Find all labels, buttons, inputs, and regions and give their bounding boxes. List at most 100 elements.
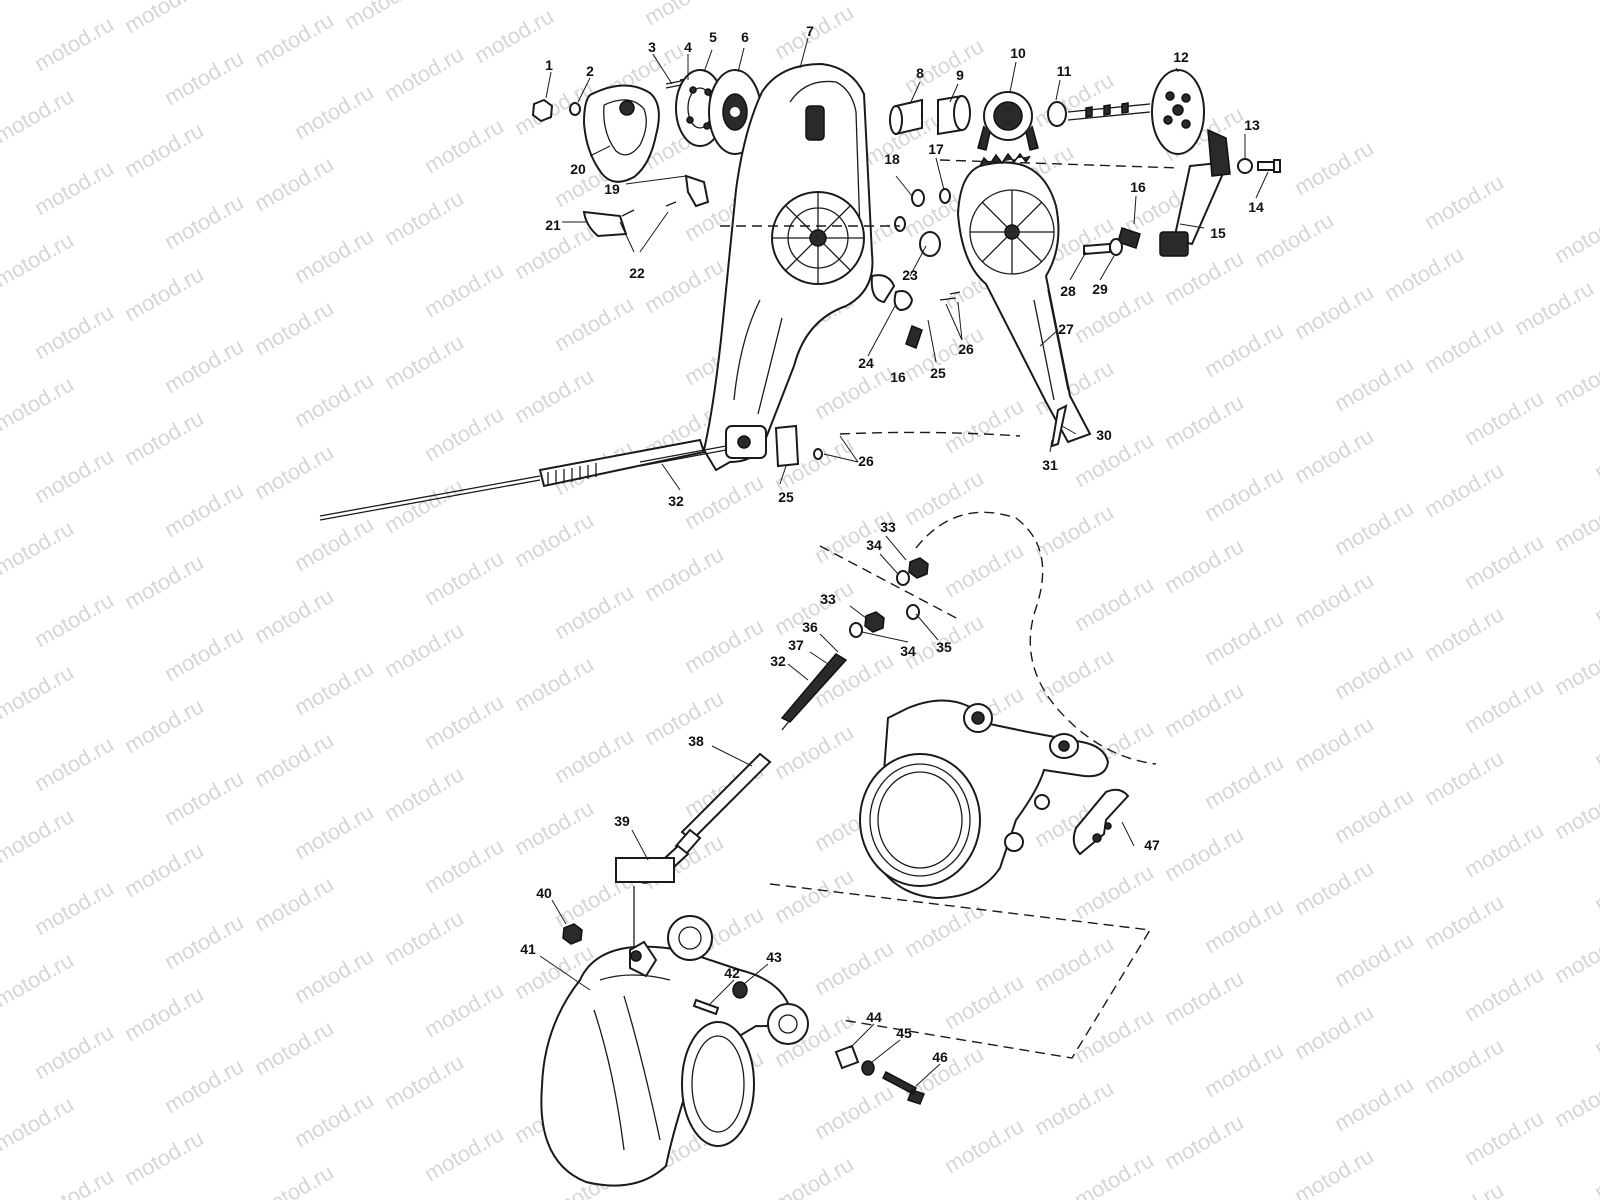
callout-43: 43 xyxy=(766,949,782,965)
watermark-text: motod.ru xyxy=(420,257,508,322)
part-46-bolt xyxy=(882,1070,925,1105)
watermark-text: motod.ru xyxy=(1290,279,1378,344)
part-27-sector-arm xyxy=(956,152,1092,444)
callout-35: 35 xyxy=(936,639,952,655)
callout-14: 14 xyxy=(1248,199,1264,215)
watermark-text: motod.ru xyxy=(30,1019,118,1084)
watermark-text: motod.ru xyxy=(640,541,728,606)
watermark-text: motod.ru xyxy=(0,83,78,148)
watermark-text: motod.ru xyxy=(1030,67,1118,132)
watermark-text: motod.ru xyxy=(1420,601,1508,666)
watermark-text: motod.ru xyxy=(1420,745,1508,810)
watermark-text: motod.ru xyxy=(120,549,208,614)
shaft-splines xyxy=(1085,102,1129,118)
part-20-cover xyxy=(582,84,660,183)
part-17-spacer xyxy=(939,188,951,204)
watermark-text: motod.ru xyxy=(680,613,768,678)
callout-3: 3 xyxy=(648,39,656,55)
watermark-text: motod.ru xyxy=(420,689,508,754)
callout-2: 2 xyxy=(586,63,594,79)
watermark-text: motod.ru xyxy=(1420,313,1508,378)
watermark-text: motod.ru xyxy=(160,909,248,974)
part-25-clamp xyxy=(774,424,800,468)
leader-dashed-4 xyxy=(769,883,1152,1059)
part-9-sleeve xyxy=(937,94,971,136)
part-30-link xyxy=(1050,404,1068,448)
watermark-text: motod.ru xyxy=(290,79,378,144)
watermark-text: motod.ru xyxy=(510,651,598,716)
watermark-text: motod.ru xyxy=(30,11,118,76)
callout-12: 12 xyxy=(1173,49,1189,65)
watermark-text: motod.ru xyxy=(1030,643,1118,708)
watermark-text: motod.ru xyxy=(1030,1075,1118,1140)
watermark-text: motod.ru xyxy=(250,7,338,72)
callout-34a: 34 xyxy=(866,537,882,553)
part-11-ring xyxy=(1047,101,1067,127)
callout-1: 1 xyxy=(545,57,553,73)
callout-24: 24 xyxy=(858,355,874,371)
callout-19: 19 xyxy=(604,181,620,197)
part-41-nozzle xyxy=(540,915,809,1187)
watermark-text: motod.ru xyxy=(1160,677,1248,742)
callout-16b: 16 xyxy=(890,369,906,385)
watermark-text: motod.ru xyxy=(1330,639,1418,704)
callout-42: 42 xyxy=(724,965,740,981)
part-45-washer xyxy=(861,1060,875,1076)
watermark-text: motod.ru xyxy=(1070,1003,1158,1068)
watermark-text: motod.ru xyxy=(0,515,78,580)
watermark-text: motod.ru xyxy=(420,977,508,1042)
watermark-text: motod.ru xyxy=(1160,965,1248,1030)
watermark-text: motod.ru xyxy=(1590,563,1600,628)
watermark-text: motod.ru xyxy=(380,905,468,970)
watermark-text: motod.ru xyxy=(1550,203,1600,268)
watermark-text: motod.ru xyxy=(1420,889,1508,954)
part-15-lever xyxy=(1159,128,1231,257)
watermark-text: motod.ru xyxy=(1200,605,1288,670)
watermark-text: motod.ru xyxy=(250,583,338,648)
callout-29: 29 xyxy=(1092,281,1108,297)
part-42-bolt xyxy=(692,998,720,1016)
watermark-text: motod.ru xyxy=(30,875,118,940)
watermark-text: motod.ru xyxy=(640,0,728,30)
watermark-text: motod.ru xyxy=(30,155,118,220)
watermark-text: motod.ru xyxy=(160,477,248,542)
callout-13: 13 xyxy=(1244,117,1260,133)
watermark-text: motod.ru xyxy=(1030,499,1118,564)
part-43-washer xyxy=(732,981,748,999)
part-19-bracket xyxy=(684,174,710,208)
watermark-text: motod.ru xyxy=(1160,821,1248,886)
part-26-screw xyxy=(813,448,823,460)
watermark-text: motod.ru xyxy=(510,795,598,860)
watermark-text: motod.ru xyxy=(1460,529,1548,594)
watermark-text: motod.ru xyxy=(0,227,78,292)
callout-9: 9 xyxy=(956,67,964,83)
part-12-hub xyxy=(1151,69,1205,155)
watermark-text: motod.ru xyxy=(420,545,508,610)
watermark-text: motod.ru xyxy=(290,511,378,576)
watermark-text: motod.ru xyxy=(380,41,468,106)
watermark-text: motod.ru xyxy=(1330,783,1418,848)
watermark-text: motod.ru xyxy=(1550,779,1600,844)
callout-31: 31 xyxy=(1042,457,1058,473)
watermark-text: motod.ru xyxy=(420,113,508,178)
watermark-text: motod.ru xyxy=(770,1151,858,1200)
part-33-nut-b xyxy=(864,611,885,633)
part-32-cable xyxy=(319,438,727,521)
watermark-text: motod.ru xyxy=(0,659,78,724)
callout-36: 36 xyxy=(802,619,818,635)
watermark-text: motod.ru xyxy=(120,981,208,1046)
watermark-text: motod.ru xyxy=(290,223,378,288)
watermark-text: motod.ru xyxy=(1330,495,1418,560)
part-10-gear xyxy=(977,91,1039,151)
watermark-text: motod.ru xyxy=(1460,1105,1548,1170)
watermark-text: motod.ru xyxy=(810,935,898,1000)
watermark-text: motod.ru xyxy=(810,1079,898,1144)
part-25-screws xyxy=(939,291,961,301)
watermark-text: motod.ru xyxy=(160,621,248,686)
watermark-text: motod.ru xyxy=(1550,491,1600,556)
watermark-text: motod.ru xyxy=(380,473,468,538)
callout-38: 38 xyxy=(688,733,704,749)
watermark-text: motod.ru xyxy=(1290,567,1378,632)
part-18-washer xyxy=(911,189,925,207)
